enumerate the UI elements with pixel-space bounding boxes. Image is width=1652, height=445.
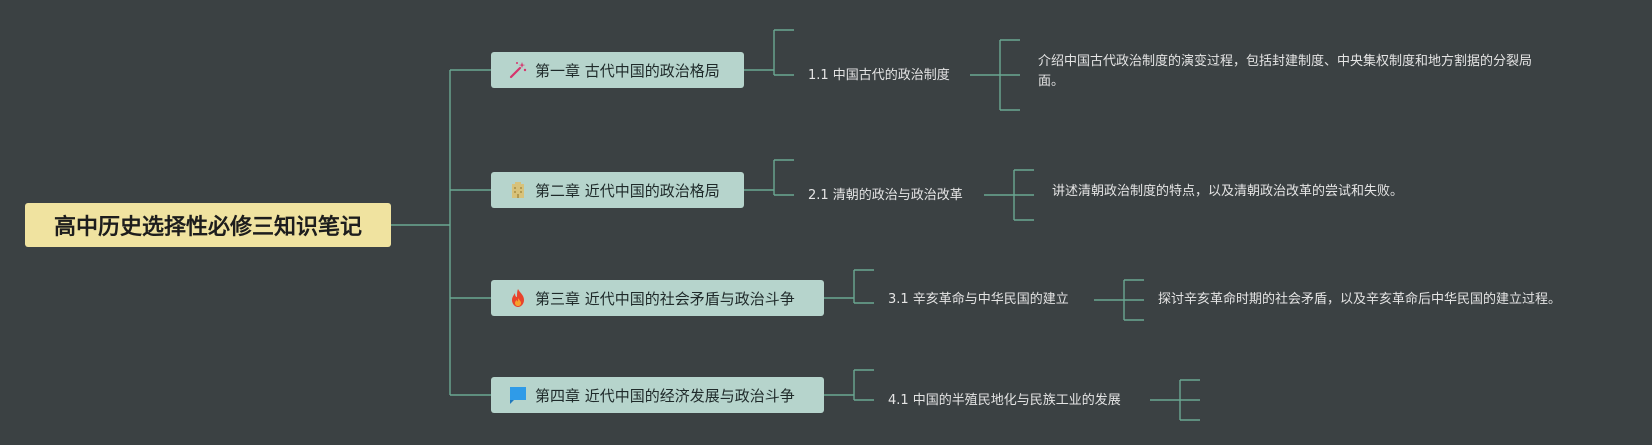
section-3-1[interactable]: 3.1 辛亥革命与中华民国的建立 [888, 292, 1069, 307]
flag-icon [507, 384, 529, 406]
chapter-label-4: 第四章 近代中国的经济发展与政治斗争 [535, 386, 795, 405]
description-1-1[interactable]: 介绍中国古代政治制度的演变过程，包括封建制度、中央集权制度和地方割据的分裂局面。 [1038, 54, 1533, 89]
section-4-1[interactable]: 4.1 中国的半殖民地化与民族工业的发展 [888, 393, 1121, 408]
chapter-label-3: 第三章 近代中国的社会矛盾与政治斗争 [535, 289, 795, 308]
description-2-1[interactable]: 讲述清朝政治制度的特点，以及清朝政治改革的尝试和失败。 [1052, 184, 1404, 199]
description-3-1[interactable]: 探讨辛亥革命时期的社会矛盾，以及辛亥革命后中华民国的建立过程。 [1158, 292, 1562, 307]
chapter-label-1: 第一章 古代中国的政治格局 [535, 61, 720, 80]
chapter-node-2[interactable]: 第二章 近代中国的政治格局 [491, 172, 744, 208]
chapter-node-3[interactable]: 第三章 近代中国的社会矛盾与政治斗争 [491, 280, 824, 316]
root-node[interactable]: 高中历史选择性必修三知识笔记 [25, 203, 391, 247]
fire-icon [507, 287, 529, 309]
section-1-1[interactable]: 1.1 中国古代的政治制度 [808, 68, 950, 83]
chapter-node-1[interactable]: 第一章 古代中国的政治格局 [491, 52, 744, 88]
chapter-label-2: 第二章 近代中国的政治格局 [535, 181, 720, 200]
section-2-1[interactable]: 2.1 清朝的政治与政治改革 [808, 188, 963, 203]
magic-wand-icon [507, 59, 529, 81]
chapter-node-4[interactable]: 第四章 近代中国的经济发展与政治斗争 [491, 377, 824, 413]
root-title: 高中历史选择性必修三知识笔记 [53, 215, 362, 240]
building-icon [507, 179, 529, 201]
